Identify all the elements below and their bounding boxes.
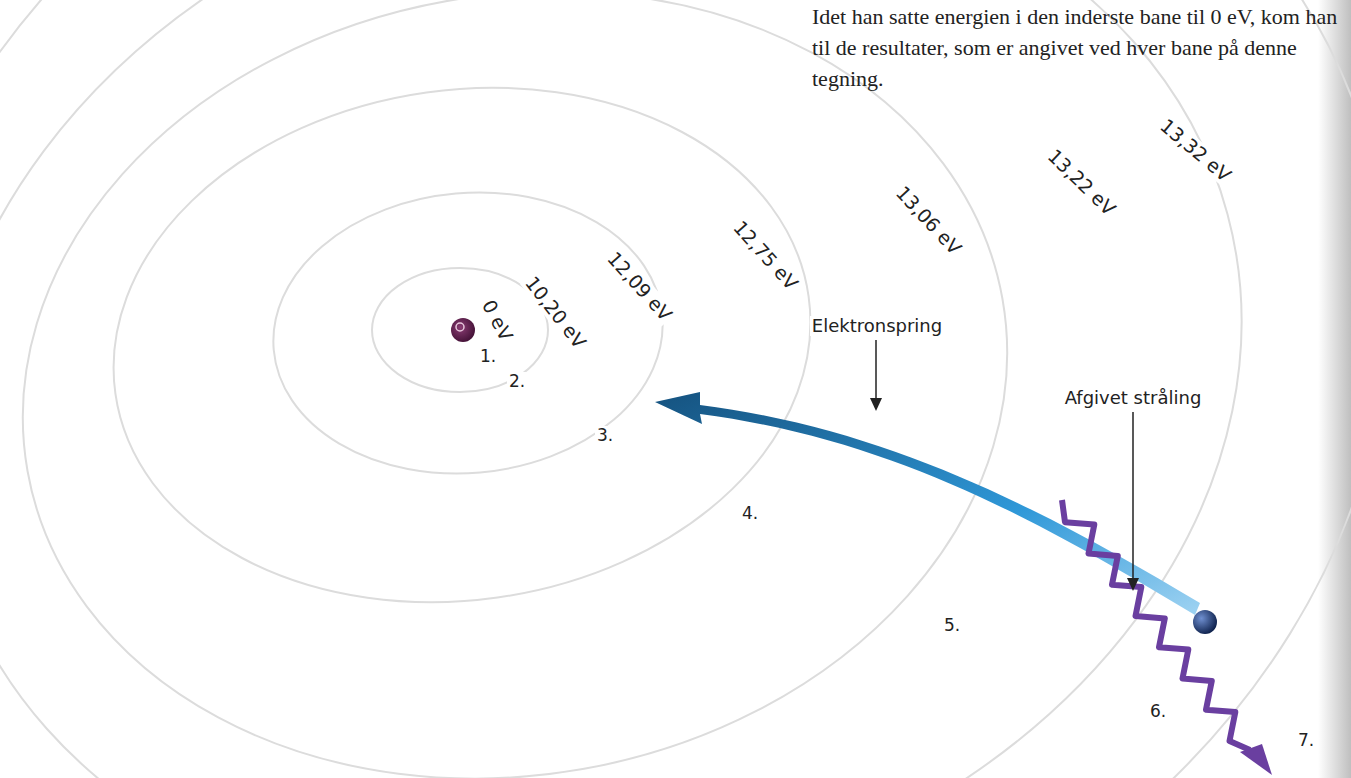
energy-label: 13,32 eV (1155, 113, 1237, 186)
energy-label: 13,06 eV (891, 180, 967, 259)
orbit (0, 0, 1070, 778)
orbit-number: 4. (740, 504, 760, 523)
leader-arrowhead (1127, 578, 1139, 591)
orbit-number: 3. (595, 426, 615, 445)
leader-line (1132, 412, 1134, 580)
nucleus-mark (456, 323, 464, 331)
orbit-number: 7. (1296, 731, 1316, 750)
orbit-number: 6. (1148, 702, 1168, 721)
energy-label: 12,09 eV (602, 246, 677, 326)
energy-label: 12,75 eV (728, 215, 803, 295)
radiation-arrowhead (1240, 744, 1272, 775)
emitted-radiation-wave (1062, 500, 1250, 750)
leader-arrowhead (870, 398, 882, 411)
electron (1193, 610, 1217, 634)
page-edge (1318, 0, 1351, 778)
annotation: Afgivet stråling (1063, 388, 1204, 408)
energy-label: 0 eV (477, 294, 517, 345)
orbit-number: 2. (507, 372, 527, 391)
electron-jump-arrow (655, 392, 1200, 615)
caption-paragraph: Idet han satte energien i den inderste b… (812, 2, 1340, 94)
nucleus (451, 318, 475, 342)
orbit (262, 177, 675, 490)
orbit-number: 5. (942, 616, 962, 635)
energy-label: 10,20 eV (520, 270, 591, 353)
orbit (80, 44, 844, 646)
energy-label: 13,22 eV (1043, 144, 1122, 221)
orbit-number: 1. (478, 347, 498, 366)
annotation: Elektronspring (810, 316, 944, 336)
leader-line (875, 340, 877, 400)
